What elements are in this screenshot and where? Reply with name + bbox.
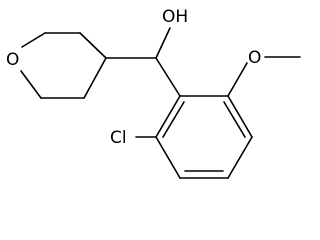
bond-carbinol-oh [155,27,171,59]
double-bond-inner-3 [223,101,246,138]
bond-aryl-methoxy-o [227,62,248,97]
bond-a2-a3 [155,136,181,179]
benzene-ring [155,95,253,179]
double-bond-inner-1 [162,101,185,138]
bond-c6-o1 [20,70,42,99]
molecule-drawing: O OH O Cl [6,7,301,179]
bond-a5-a6 [227,95,253,138]
bond-c3-c4 [79,32,107,59]
bond-o1-c2 [21,32,46,48]
structure-canvas: O OH O Cl [6,7,301,179]
atom-methoxy-oxygen: O [248,48,261,68]
bond-a4-a5 [227,136,253,179]
atom-ring-oxygen: O [6,50,19,70]
atom-hydroxyl: OH [162,7,188,27]
bond-a1-a2 [155,95,181,138]
bond-carbinol-aryl [155,57,181,97]
oxane-ring [20,32,107,99]
bond-c4-c5 [83,57,107,99]
atom-chlorine: Cl [110,128,127,148]
